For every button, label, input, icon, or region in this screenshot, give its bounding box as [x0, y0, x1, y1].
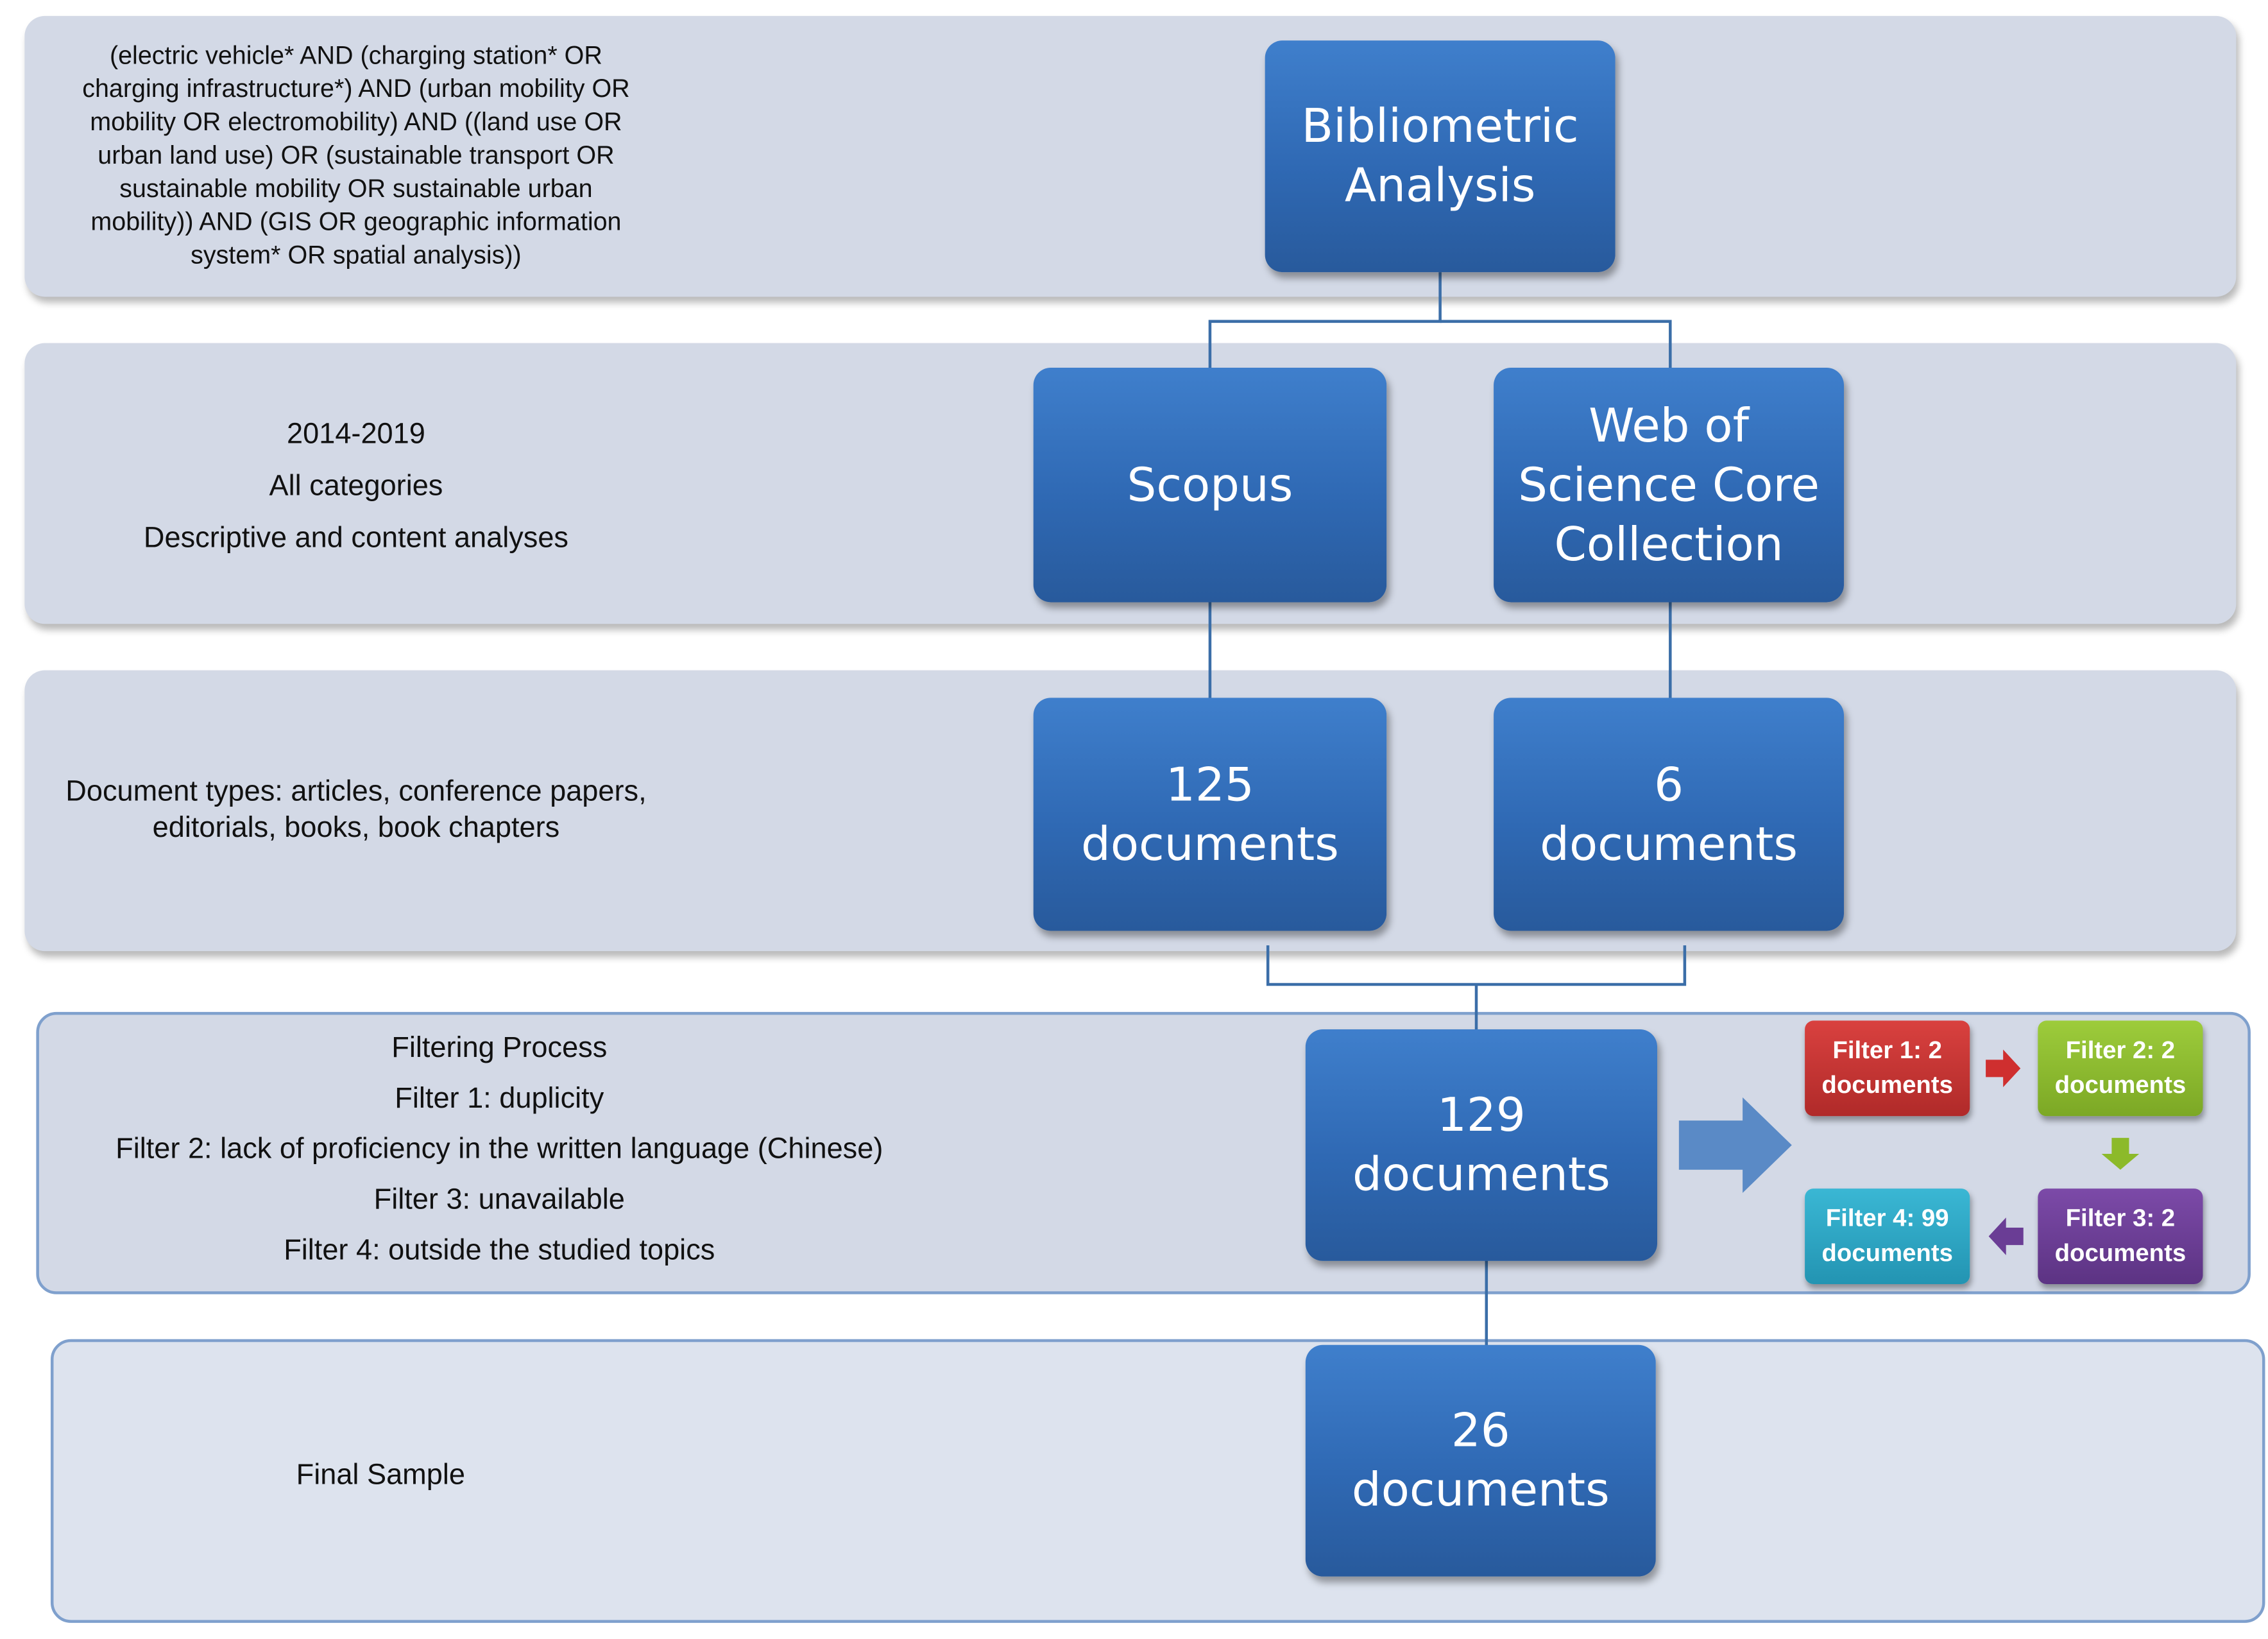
node-line: documents [1540, 816, 1798, 871]
node-line: Web of [1589, 397, 1750, 452]
filter3-box: Filter 3: 2 documents [2038, 1188, 2203, 1284]
arrow-down-green-icon [2101, 1138, 2140, 1170]
merged-documents-node: 129 documents [1305, 1029, 1658, 1261]
query-line: charging infrastructure*) AND (urban mob… [82, 74, 630, 103]
connector-merge-bracket [1266, 945, 1687, 986]
filter1-unit: documents [1821, 1071, 1953, 1099]
bibliometric-analysis-node: Bibliometric Analysis [1265, 40, 1616, 273]
filter3-unit: documents [2054, 1239, 2187, 1267]
filter3-label: Filter 3: 2 [2065, 1204, 2176, 1232]
query-line: urban land use) OR (sustainable transpor… [98, 140, 615, 169]
filter2-box: Filter 2: 2 documents [2038, 1020, 2203, 1117]
filter1-label: Filter 1: 2 [1832, 1036, 1942, 1065]
wos-node: Web of Science Core Collection [1494, 367, 1845, 603]
scopus-documents-node: 125 documents [1033, 698, 1387, 931]
query-line: sustainable mobility OR sustainable urba… [119, 173, 593, 203]
arrow-left-purple-icon [1988, 1217, 2024, 1255]
band-final-sample [50, 1339, 2265, 1623]
node-line: documents [1352, 1146, 1610, 1202]
final-sample-label: Final Sample [296, 1459, 465, 1491]
filter4-label: Filter 4: 99 [1825, 1204, 1949, 1232]
arrow-right-red-icon [1986, 1049, 2021, 1088]
query-line: mobility OR electromobility) AND ((land … [90, 107, 622, 137]
node-line: Science Core [1518, 456, 1820, 512]
filter2-label: Filter 2: 2 [2065, 1036, 2176, 1065]
filter3-note: Filter 3: unavailable [373, 1184, 625, 1216]
document-types-line: editorials, books, book chapters [152, 812, 560, 845]
filter1-box: Filter 1: 2 documents [1805, 1020, 1970, 1117]
wos-documents-node: 6 documents [1494, 698, 1845, 931]
node-count: 6 [1654, 756, 1684, 812]
document-types-text: Document types: articles, conference pap… [36, 775, 676, 847]
big-arrow-icon [1678, 1097, 1792, 1193]
filter2-unit: documents [2054, 1071, 2187, 1099]
node-line: Analysis [1344, 157, 1536, 213]
query-line: system* OR spatial analysis)) [191, 240, 522, 270]
node-line: Bibliometric [1301, 98, 1579, 154]
filter1-note: Filter 1: duplicity [395, 1083, 604, 1115]
search-query-text: (electric vehicle* AND (charging station… [40, 39, 672, 272]
filter2-note: Filter 2: lack of proficiency in the wri… [115, 1133, 883, 1165]
filter4-note: Filter 4: outside the studied topics [284, 1235, 715, 1267]
query-line: (electric vehicle* AND (charging station… [109, 40, 602, 70]
band-search-query [24, 15, 2237, 297]
filtering-notes-text: Filtering Process Filter 1: duplicity Fi… [58, 1024, 941, 1277]
connector-bibliometric-to-wos [1440, 320, 1672, 370]
categories-label: All categories [269, 470, 443, 502]
filtering-title: Filtering Process [391, 1032, 608, 1065]
filter4-box: Filter 4: 99 documents [1805, 1188, 1970, 1284]
period-label: 2014-2019 [287, 418, 425, 451]
connector-bibliometric-to-databases [1208, 272, 1442, 370]
document-types-line: Document types: articles, conference pap… [65, 776, 647, 808]
node-line: documents [1081, 816, 1339, 871]
scopus-node: Scopus [1033, 367, 1387, 603]
final-documents-node: 26 documents [1305, 1344, 1656, 1577]
node-count: 129 [1437, 1087, 1526, 1142]
node-count: 26 [1451, 1402, 1510, 1458]
criteria-text: 2014-2019 All categories Descriptive and… [67, 408, 645, 565]
node-line: Collection [1554, 516, 1784, 571]
node-line: documents [1351, 1462, 1610, 1518]
query-line: mobility)) AND (GIS OR geographic inform… [90, 207, 622, 236]
node-line: Scopus [1127, 456, 1293, 512]
node-count: 125 [1166, 756, 1254, 812]
filter4-unit: documents [1821, 1239, 1953, 1267]
analyses-label: Descriptive and content analyses [143, 522, 569, 555]
